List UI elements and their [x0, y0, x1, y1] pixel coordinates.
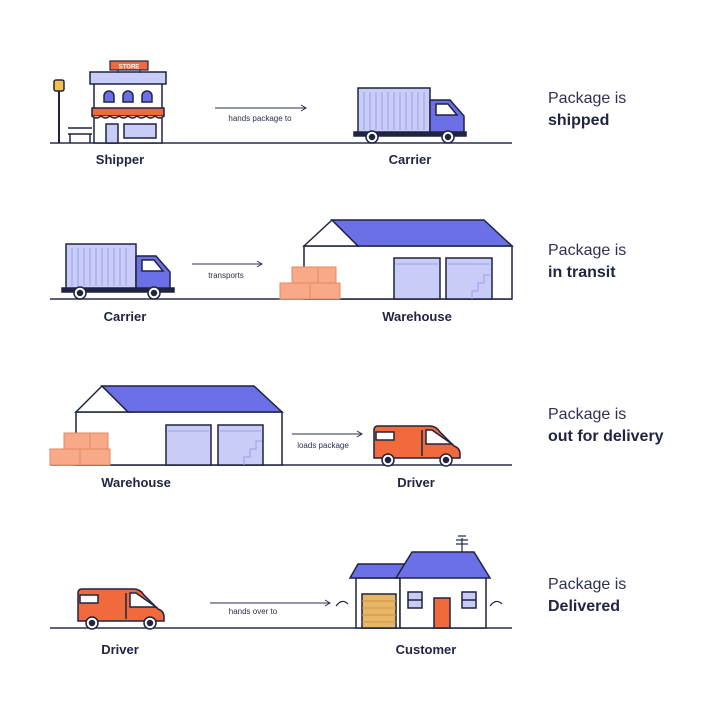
stage-out-for-delivery-illustration — [49, 384, 512, 467]
delivery-van-icon — [373, 425, 461, 467]
house-icon — [348, 551, 492, 629]
stage-in-transit: transports Carrier Warehouse Package is … — [0, 190, 720, 340]
stage-shipped: STORE hands package to Shipper Carr — [0, 40, 720, 190]
action-label: loads package — [297, 441, 349, 450]
action-label: hands package to — [228, 114, 292, 123]
antenna-icon — [456, 535, 468, 552]
status-text: Package is in transit — [548, 240, 626, 284]
status-line-1: Package is — [548, 576, 627, 593]
bush-icon — [489, 600, 503, 607]
store-sign-text: STORE — [119, 65, 140, 71]
status-line-2: Delivered — [548, 598, 621, 615]
store-sign — [109, 60, 149, 71]
status-line-1: Package is — [548, 90, 627, 107]
to-label: Carrier — [388, 152, 432, 167]
stage-out-for-delivery: loads package Warehouse Driver Package i… — [0, 356, 720, 506]
arrow-icon — [210, 599, 331, 607]
arrow-icon — [292, 430, 363, 438]
stage-in-transit-illustration — [50, 218, 514, 300]
status-line-1: Package is — [548, 242, 627, 259]
arrow-icon — [215, 104, 307, 112]
boxes-icon — [279, 266, 341, 300]
store-building-icon — [89, 71, 167, 144]
delivery-van-icon — [77, 588, 165, 630]
status-line-2: shipped — [548, 112, 610, 129]
to-label: Customer — [395, 642, 457, 657]
from-label: Carrier — [103, 309, 147, 324]
from-label: Warehouse — [101, 475, 171, 490]
action-label: hands over to — [228, 607, 278, 616]
street-lamp-icon — [53, 79, 65, 143]
stage-delivered: hands over to Driver Customer Package is… — [0, 522, 720, 672]
bench-icon — [68, 127, 92, 143]
to-label: Driver — [397, 475, 435, 490]
action-label: transports — [208, 271, 244, 280]
to-label: Warehouse — [382, 309, 452, 324]
status-text: Package is out for delivery — [548, 404, 664, 448]
from-label: Driver — [101, 642, 139, 657]
arrow-icon — [192, 260, 263, 268]
stage-delivered-illustration — [50, 535, 512, 630]
bush-icon — [335, 600, 349, 607]
status-line-2: out for delivery — [548, 428, 664, 445]
box-truck-icon — [61, 243, 175, 300]
status-text: Package is shipped — [548, 88, 626, 132]
from-label: Shipper — [95, 152, 145, 167]
box-truck-icon — [353, 87, 467, 144]
status-line-1: Package is — [548, 406, 627, 423]
status-text: Package is Delivered — [548, 574, 626, 618]
stage-shipped-illustration: STORE — [50, 60, 512, 144]
boxes-icon — [49, 432, 111, 466]
status-line-2: in transit — [548, 264, 616, 281]
